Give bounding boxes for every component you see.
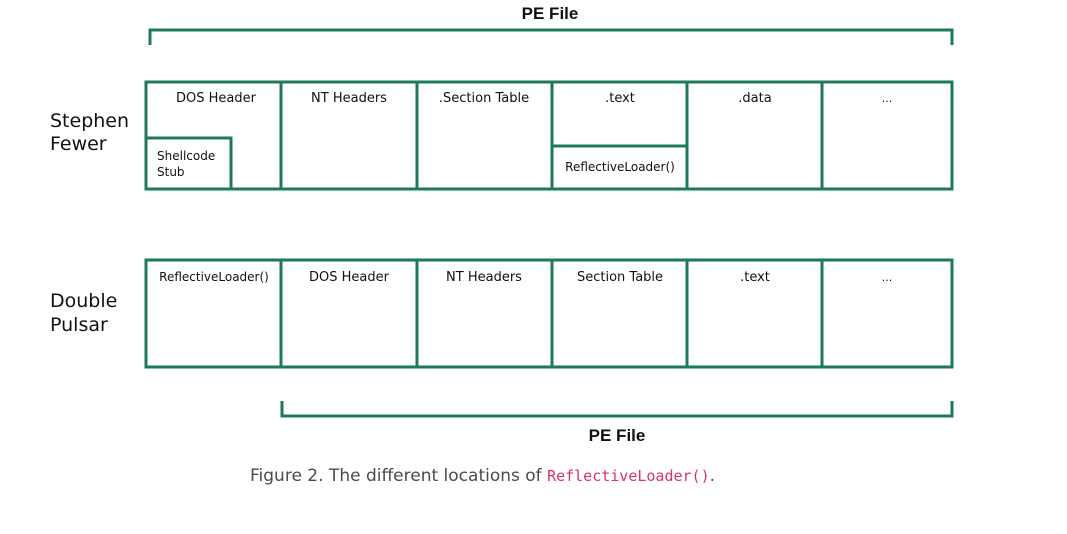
data-section-cell: .data [738, 91, 771, 106]
figure-caption: Figure 2. The different locations of Ref… [250, 466, 715, 486]
dos-header-cell: DOS Header [309, 270, 390, 285]
shellcode-stub-line1: Shellcode [157, 149, 215, 163]
caption-prefix: Figure 2. The different locations of [250, 466, 548, 486]
reflective-loader-cell: ReflectiveLoader() [565, 160, 675, 174]
shellcode-stub-box [146, 136, 233, 189]
text-section-cell: .text [605, 91, 635, 106]
top-pe-file-bracket [148, 28, 954, 45]
caption-suffix: . [709, 466, 716, 486]
row-label-line2: Pulsar [50, 314, 108, 336]
bottom-pe-file-label: PE File [589, 426, 646, 445]
row-frame [144, 80, 954, 191]
section-table-cell: .Section Table [439, 91, 529, 106]
row-label-line1: Stephen [50, 110, 129, 132]
stephen-fewer-row: Stephen Fewer DOS Header Shellcode Stub … [50, 80, 954, 191]
ellipsis-cell: ... [882, 92, 893, 105]
row-label-line2: Fewer [50, 133, 107, 155]
shellcode-stub-line2: Stub [157, 165, 185, 179]
top-pe-file-label: PE File [522, 4, 579, 23]
dos-header-cell: DOS Header [176, 91, 257, 106]
row-frame [144, 258, 954, 369]
nt-headers-cell: NT Headers [446, 270, 522, 285]
ellipsis-cell: ... [882, 271, 893, 284]
text-section-cell: .text [740, 270, 770, 285]
section-table-cell: Section Table [577, 270, 663, 285]
bottom-pe-file-bracket [280, 401, 954, 418]
reflective-loader-cell: ReflectiveLoader() [159, 270, 269, 284]
nt-headers-cell: NT Headers [311, 91, 387, 106]
row-label-line1: Double [50, 290, 117, 312]
double-pulsar-row: Double Pulsar ReflectiveLoader() DOS Hea… [50, 258, 954, 369]
caption-code: ReflectiveLoader() [547, 467, 710, 485]
